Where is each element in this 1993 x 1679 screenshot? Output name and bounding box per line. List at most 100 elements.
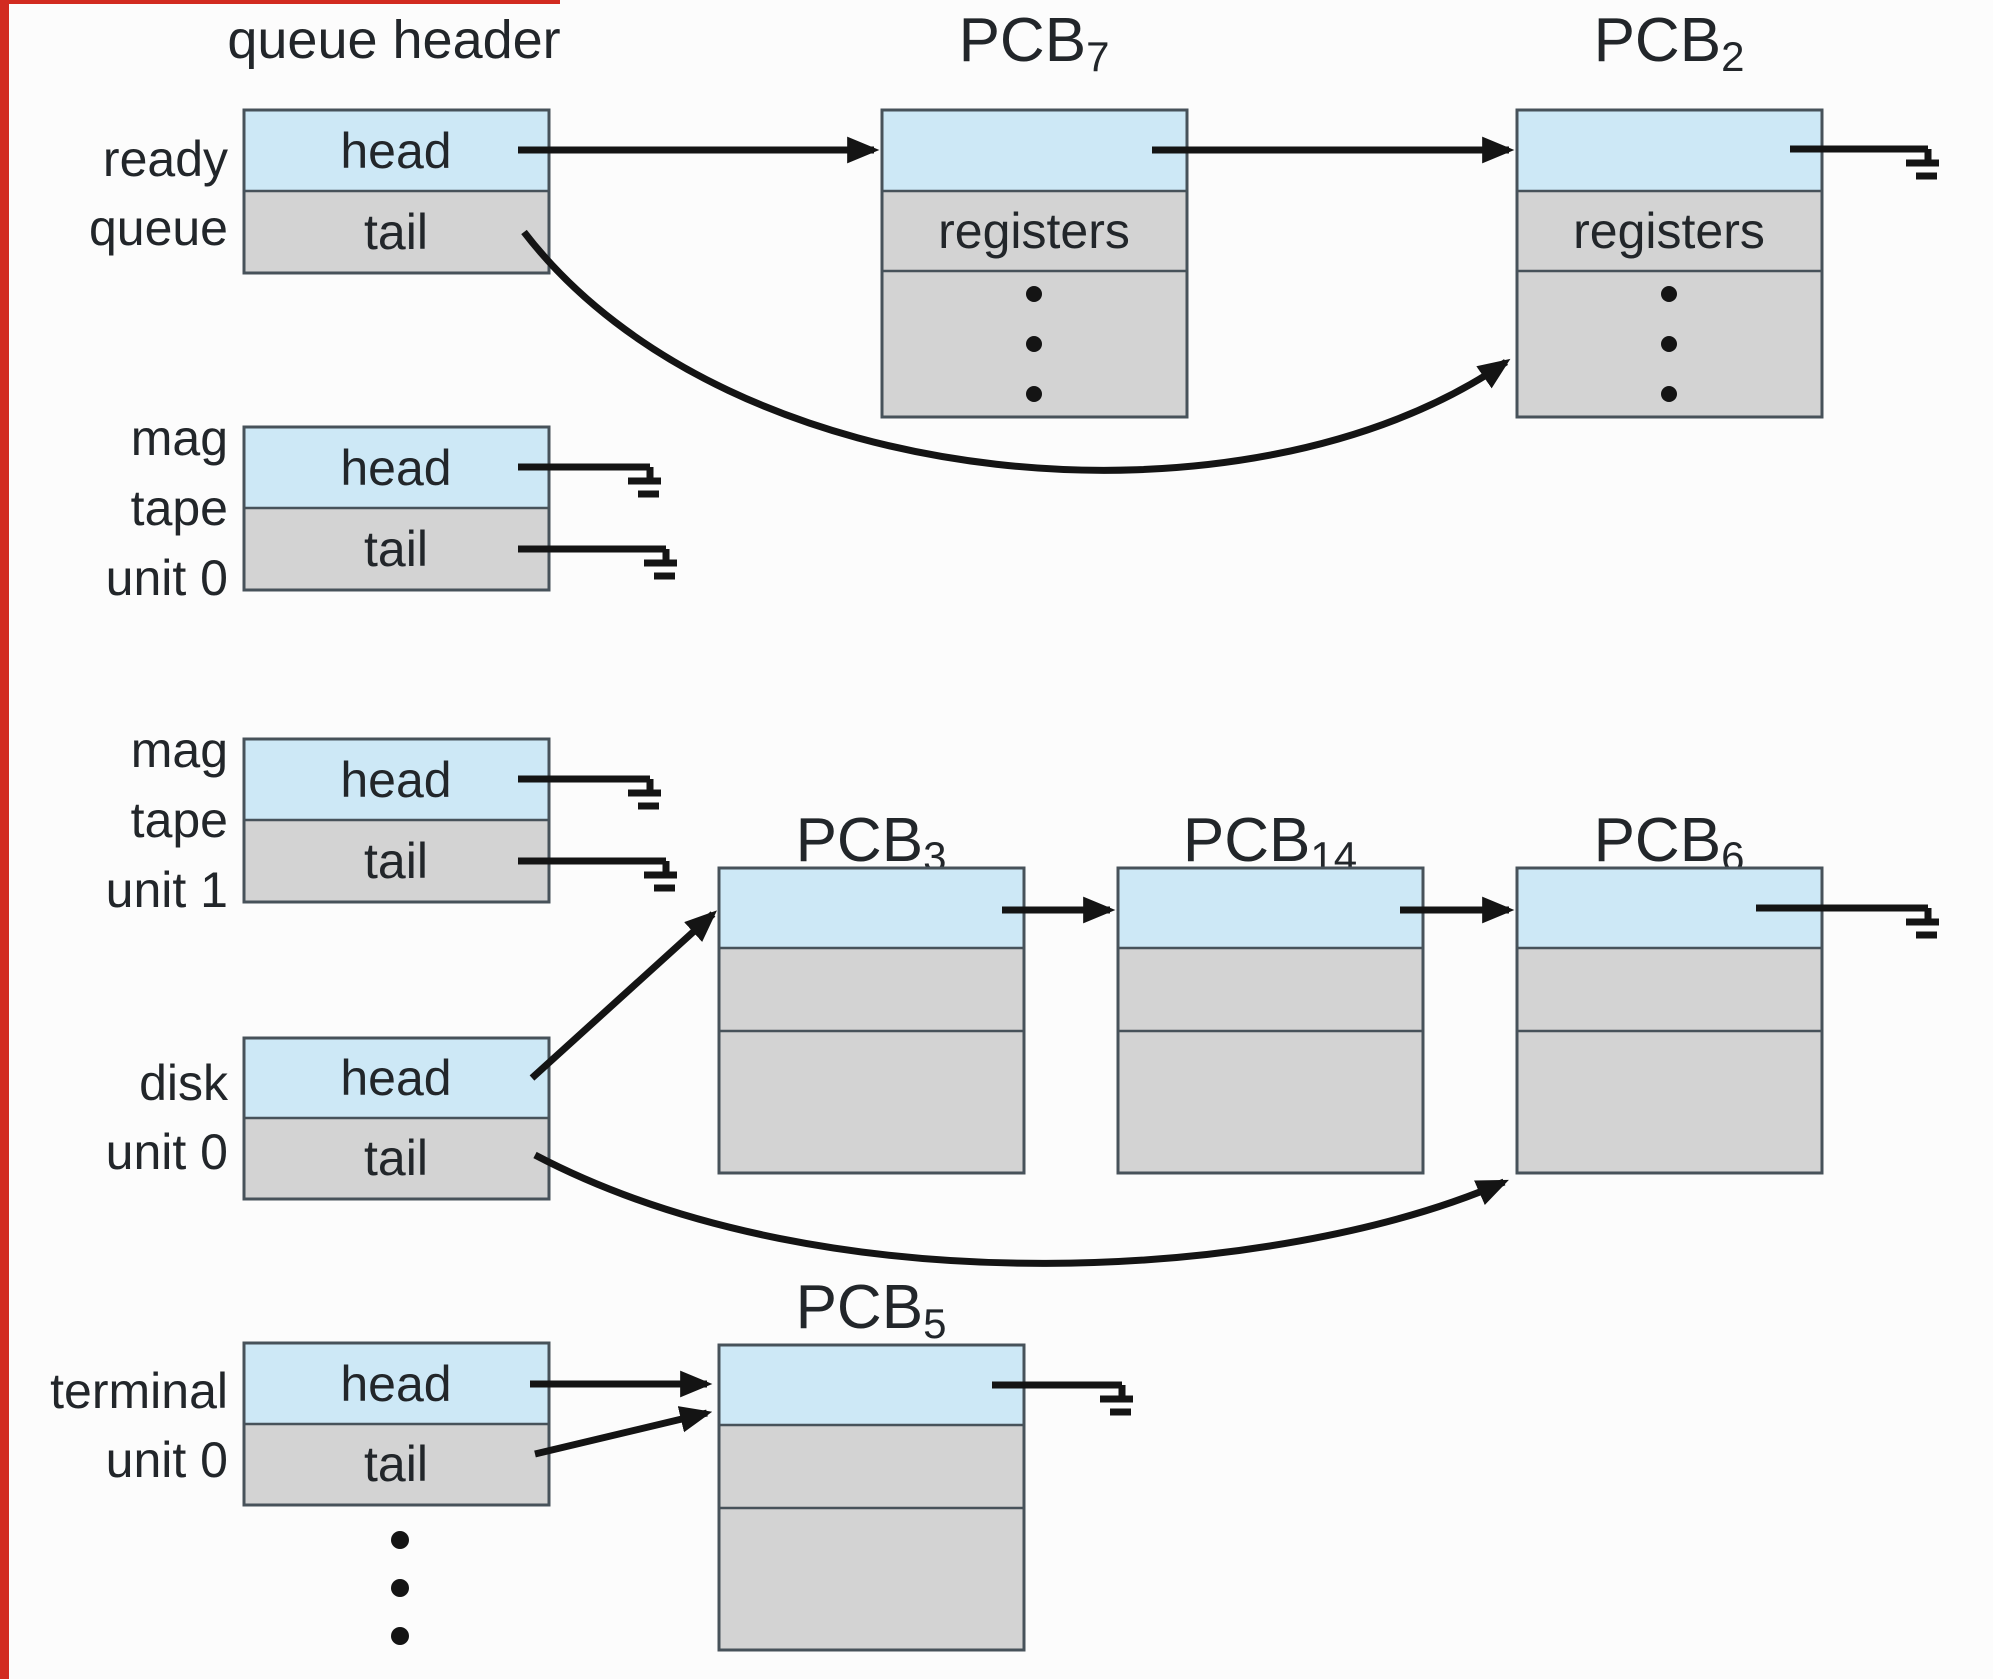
tail-cell-label: tail — [364, 1436, 428, 1492]
ready-queue-box-outline — [242, 108, 551, 275]
terminal-0-label-line1: terminal — [50, 1363, 228, 1419]
scan-artifact-red-topline — [0, 0, 560, 4]
pcb3-title-base: PCB — [796, 806, 923, 875]
pcb14-link-cell — [1118, 868, 1423, 948]
disk-0-label-line2: unit 0 — [106, 1124, 228, 1180]
pcb5-title: PCB5 — [796, 1273, 947, 1347]
disk-0-box-outline — [242, 1036, 551, 1201]
tail-cell-label: tail — [364, 521, 428, 577]
tail-cell-label: tail — [364, 833, 428, 889]
pcb2-block: PCB2 registers — [1515, 6, 1824, 419]
pcb7-link-cell — [882, 110, 1187, 191]
pcb3-mid-cell — [719, 948, 1024, 1031]
mag-tape-0-label-line3: unit 0 — [106, 550, 228, 606]
pcb2-title: PCB2 — [1594, 6, 1745, 80]
ground-symbol-mag1-head — [628, 779, 661, 806]
disk-unit-0-header: disk unit 0 head tail — [106, 1036, 551, 1201]
mag-tape-1-label-line1: mag — [131, 722, 228, 778]
disk-0-label-line1: disk — [139, 1055, 229, 1111]
pcb5-box-outline — [717, 1343, 1026, 1652]
pcb6-mid-cell — [1517, 948, 1822, 1031]
ground-symbol-pcb6 — [1906, 908, 1939, 935]
pointer-arrows — [518, 136, 1928, 1458]
ready-queue-header: ready queue head tail — [89, 108, 551, 275]
pcb5-mid-cell — [719, 1425, 1024, 1508]
pcb5-link-cell — [719, 1345, 1024, 1425]
pcb7-box-outline — [880, 108, 1189, 419]
pcb14-block: PCB14 — [1116, 806, 1425, 1175]
pcb2-link-cell — [1517, 110, 1822, 191]
arrow-disk-tail-to-pcb6 — [533, 1151, 1509, 1267]
pcb7-block: PCB7 registers — [880, 6, 1189, 419]
pcb14-box-outline — [1116, 866, 1425, 1175]
pcb6-box-outline — [1515, 866, 1824, 1175]
pcb7-title-subscript: 7 — [1086, 33, 1109, 80]
disk-0-head-cell — [244, 1038, 549, 1118]
ready-queue-head-cell — [244, 110, 549, 191]
ground-symbol-mag0-tail — [644, 549, 677, 576]
terminal-0-box-outline — [242, 1341, 551, 1507]
ground-symbol-pcb2 — [1906, 149, 1939, 176]
pcb5-title-subscript: 5 — [923, 1300, 946, 1347]
more-queues-ellipsis-dots — [391, 1531, 409, 1645]
pcb5-body-cell — [719, 1508, 1024, 1650]
pcb2-title-subscript: 2 — [1721, 33, 1744, 80]
terminal-0-tail-cell — [244, 1424, 549, 1505]
terminal-unit-0-header: terminal unit 0 head tail — [50, 1341, 551, 1645]
head-cell-label: head — [340, 1050, 451, 1106]
pcb7-title: PCB7 — [959, 6, 1110, 80]
pcb2-box-outline — [1515, 108, 1824, 419]
pcb7-registers-label: registers — [938, 203, 1130, 259]
pcb6-block: PCB6 — [1515, 806, 1824, 1175]
ready-queue-label-line2: queue — [89, 200, 228, 256]
mag-tape-0-label-line1: mag — [131, 410, 228, 466]
arrow-terminal-tail-to-pcb5 — [534, 1406, 713, 1458]
mag-tape-1-tail-cell — [244, 820, 549, 902]
pcb6-title-base: PCB — [1594, 806, 1721, 875]
pcb3-box-outline — [717, 866, 1026, 1175]
ground-symbol-pcb5 — [1100, 1385, 1133, 1412]
scan-artifact-red-stripe — [0, 0, 9, 1679]
mag-tape-0-label-line2: tape — [131, 480, 228, 536]
mag-tape-1-box-outline — [242, 737, 551, 904]
ellipsis-dots — [1661, 286, 1677, 402]
ground-symbol-mag0-head — [628, 467, 661, 494]
arrow-disk-head-to-pcb3 — [529, 910, 717, 1081]
ready-queue-label-line1: ready — [103, 131, 228, 187]
mag-tape-0-tail-cell — [244, 508, 549, 590]
mag-tape-unit-1-header: mag tape unit 1 head tail — [106, 722, 551, 918]
pcb2-registers-cell — [1517, 191, 1822, 271]
disk-0-tail-cell — [244, 1118, 549, 1199]
arrow-ready-tail-to-pcb2 — [521, 229, 1511, 474]
pcb14-body-cell — [1118, 1031, 1423, 1173]
terminal-0-head-cell — [244, 1343, 549, 1424]
mag-tape-unit-0-header: mag tape unit 0 head tail — [106, 410, 551, 606]
pcb6-body-cell — [1517, 1031, 1822, 1173]
tail-cell-label: tail — [364, 204, 428, 260]
ground-symbol-mag1-tail — [644, 861, 677, 888]
pcb14-title-base: PCB — [1183, 806, 1310, 875]
mag-tape-1-head-cell — [244, 739, 549, 820]
pcb14-mid-cell — [1118, 948, 1423, 1031]
pcb5-title-base: PCB — [796, 1273, 923, 1342]
mag-tape-0-box-outline — [242, 425, 551, 592]
head-cell-label: head — [340, 752, 451, 808]
head-cell-label: head — [340, 123, 451, 179]
mag-tape-1-label-line3: unit 1 — [106, 862, 228, 918]
head-cell-label: head — [340, 1356, 451, 1412]
queue-header-title: queue header — [227, 10, 560, 70]
pcb2-registers-label: registers — [1573, 203, 1765, 259]
terminal-0-label-line2: unit 0 — [106, 1432, 228, 1488]
mag-tape-0-head-cell — [244, 427, 549, 508]
pcb2-title-base: PCB — [1594, 6, 1721, 75]
pcb3-link-cell — [719, 868, 1024, 948]
pcb6-title: PCB6 — [1594, 806, 1745, 880]
ellipsis-dots — [1026, 286, 1042, 402]
pcb7-registers-cell — [882, 191, 1187, 271]
pcb7-title-base: PCB — [959, 6, 1086, 75]
tail-cell-label: tail — [364, 1130, 428, 1186]
head-cell-label: head — [340, 440, 451, 496]
ready-queue-tail-cell — [244, 191, 549, 273]
